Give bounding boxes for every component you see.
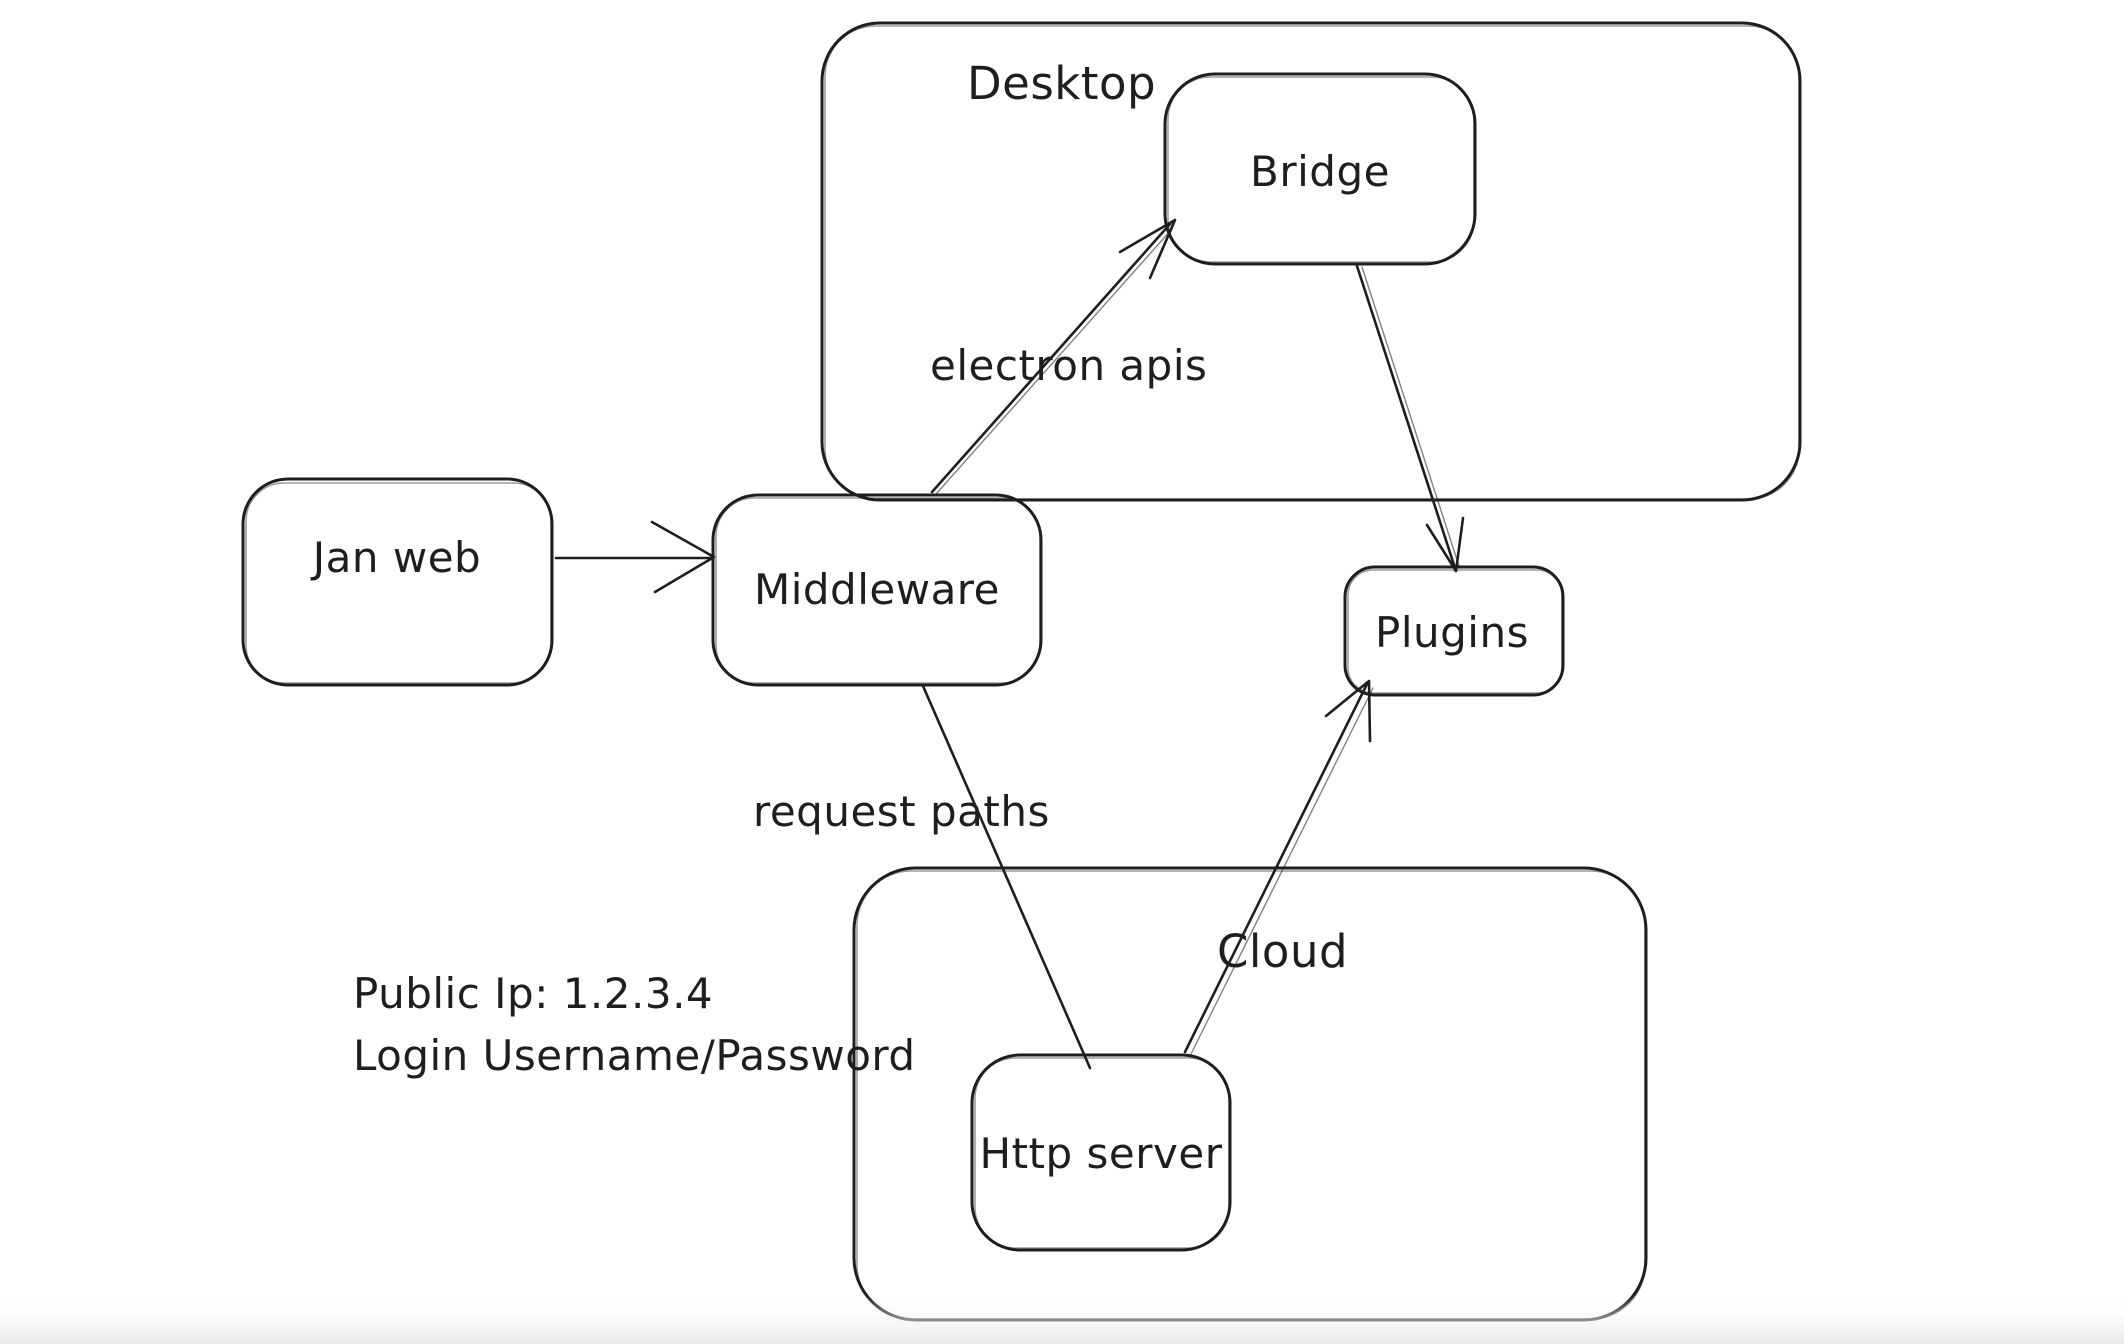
edge-httpserver-plugins-shaft-sketch xyxy=(1190,687,1374,1055)
edge-httpserver-to-plugins xyxy=(1183,679,1374,1055)
node-jan-web: Jan web xyxy=(241,477,554,687)
http-server-label: Http server xyxy=(980,1129,1223,1178)
edge-bridge-plugins-shaft-sketch xyxy=(1361,266,1460,567)
middleware-box xyxy=(711,493,1043,687)
http-server-box-sketch xyxy=(974,1057,1230,1249)
bridge-label: Bridge xyxy=(1250,147,1390,196)
plugins-box-sketch xyxy=(1347,569,1563,694)
jan-web-label: Jan web xyxy=(310,533,481,582)
login-text: Login Username/Password xyxy=(353,1031,916,1080)
desktop-container-outline-sketch xyxy=(824,25,1800,500)
edge-bridge-plugins-shaft xyxy=(1355,264,1457,570)
edge-electron-apis-shaft xyxy=(930,222,1172,494)
node-plugins: Plugins xyxy=(1343,565,1565,697)
edge-label-request-paths: request paths xyxy=(753,787,1050,836)
container-cloud: Cloud xyxy=(852,866,1648,1322)
container-desktop: Desktop xyxy=(820,21,1802,502)
middleware-label: Middleware xyxy=(754,565,1000,614)
edge-request-paths-shaft xyxy=(921,684,1092,1070)
plugins-label: Plugins xyxy=(1375,608,1529,657)
public-ip-text: Public Ip: 1.2.3.4 xyxy=(353,969,713,1018)
edge-label-electron-apis: electron apis xyxy=(930,341,1207,390)
edge-electron-apis-shaft-sketch xyxy=(935,228,1173,495)
http-server-box xyxy=(970,1053,1232,1252)
desktop-container-outline xyxy=(820,21,1802,502)
edge-janweb-to-middleware xyxy=(554,520,716,594)
node-middleware: Middleware xyxy=(711,493,1043,687)
bridge-box xyxy=(1163,72,1477,266)
bridge-box-sketch xyxy=(1167,76,1475,263)
annotation-credentials: Public Ip: 1.2.3.4 Login Username/Passwo… xyxy=(353,969,916,1080)
edge-httpserver-plugins-shaft xyxy=(1183,682,1369,1054)
desktop-container-label: Desktop xyxy=(967,57,1156,110)
jan-web-box xyxy=(241,477,554,687)
arrowhead-into-middleware xyxy=(650,520,716,594)
cloud-container-label: Cloud xyxy=(1217,925,1348,978)
arrowhead-into-plugins-bottom xyxy=(1324,679,1372,743)
edge-bridge-to-plugins xyxy=(1355,264,1465,573)
plugins-box xyxy=(1343,565,1565,697)
jan-web-box-sketch xyxy=(245,482,552,684)
middleware-box-sketch xyxy=(715,497,1041,684)
edge-middleware-to-httpserver xyxy=(921,684,1092,1070)
bottom-fade-strip xyxy=(0,1294,2124,1344)
arrowhead-into-plugins-top xyxy=(1425,516,1465,573)
node-bridge: Bridge xyxy=(1163,72,1477,266)
node-http-server: Http server xyxy=(970,1053,1232,1252)
